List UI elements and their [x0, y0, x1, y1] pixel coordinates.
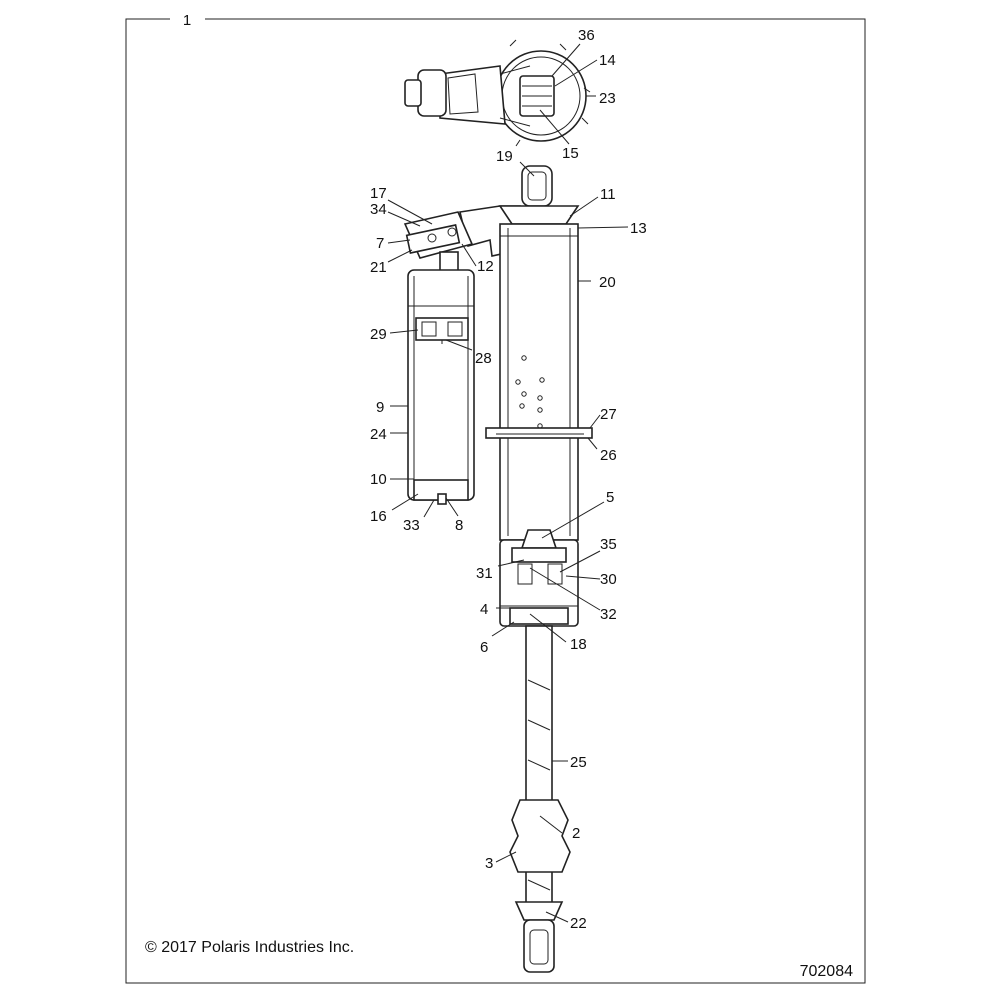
callout-27: 27: [600, 406, 617, 423]
callout-22: 22: [570, 915, 587, 932]
callout-16: 16: [370, 508, 387, 525]
callout-30: 30: [600, 571, 617, 588]
callout-31: 31: [476, 565, 493, 582]
callout-33: 33: [403, 517, 420, 534]
callout-12: 12: [477, 258, 494, 275]
callout-32: 32: [600, 606, 617, 623]
shock-body: [485, 165, 593, 627]
callout-20: 20: [599, 274, 616, 291]
callout-15: 15: [562, 145, 579, 162]
figure-id: 702084: [800, 963, 853, 980]
callout-7: 7: [376, 235, 384, 252]
leader-lines: [387, 43, 629, 923]
callout-19: 19: [496, 148, 513, 165]
callout-labels: 36 14 23 15 19 11 13 20 17 34 7 21 12 29…: [370, 27, 647, 932]
callout-29: 29: [370, 326, 387, 343]
callout-3: 3: [485, 855, 493, 872]
callout-10: 10: [370, 471, 387, 488]
callout-18: 18: [570, 636, 587, 653]
callout-35: 35: [600, 536, 617, 553]
callout-5: 5: [606, 489, 614, 506]
callout-24: 24: [370, 426, 387, 443]
callout-21: 21: [370, 259, 387, 276]
callout-4: 4: [480, 601, 488, 618]
callout-28: 28: [475, 350, 492, 367]
callout-25: 25: [570, 754, 587, 771]
callout-36: 36: [578, 27, 595, 44]
callout-13: 13: [630, 220, 647, 237]
shock-shaft: [509, 625, 571, 973]
callout-26: 26: [600, 447, 617, 464]
adjuster-top-view: [404, 39, 591, 147]
callout-6: 6: [480, 639, 488, 656]
callout-17: 17: [370, 185, 387, 202]
diagram-frame: [125, 18, 866, 984]
copyright-notice: © 2017 Polaris Industries Inc.: [145, 939, 354, 956]
callout-11: 11: [600, 186, 616, 203]
callout-9: 9: [376, 399, 384, 416]
callout-34: 34: [370, 201, 387, 218]
callout-8: 8: [455, 517, 463, 534]
assembly-number-label: 1: [183, 12, 191, 29]
callout-14: 14: [599, 52, 616, 69]
callout-2: 2: [572, 825, 580, 842]
callout-23: 23: [599, 90, 616, 107]
